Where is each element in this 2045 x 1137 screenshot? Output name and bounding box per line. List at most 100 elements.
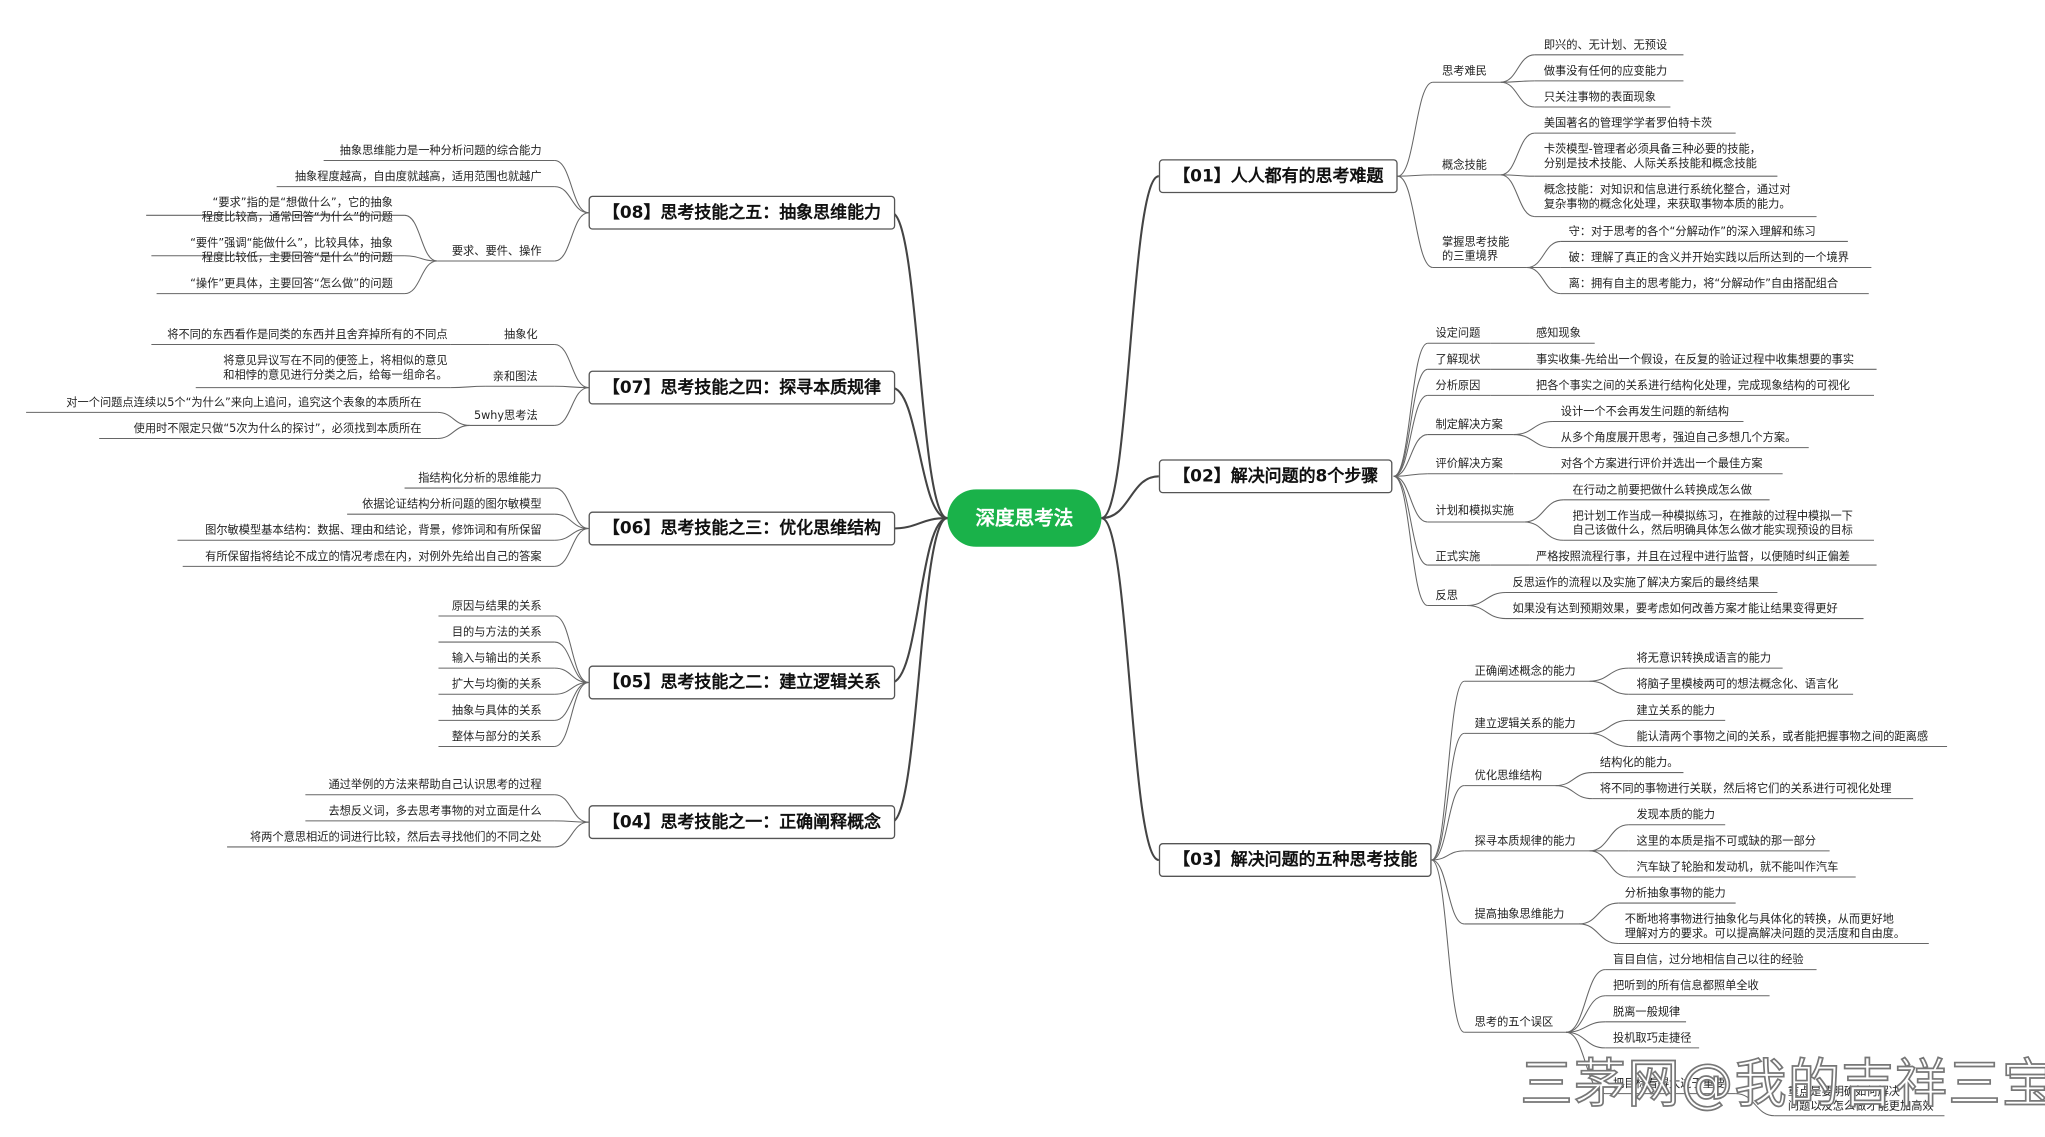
node-01-2-item-3[interactable]: 概念技能：对知识和信息进行系统化整合，通过对 复杂事物的概念化处理，来获取事物本… — [1543, 184, 1791, 212]
node-03-1-item-2[interactable]: 将脑子里模棱两可的想法概念化、语言化 — [1636, 678, 1839, 692]
node-08-sub-1[interactable]: 要求、要件、操作 — [451, 245, 542, 259]
node-01-1-item-3[interactable]: 只关注事物的表面现象 — [1543, 91, 1656, 105]
branch-underline — [1393, 475, 1428, 566]
node-03-sub-1[interactable]: 正确阐述概念的能力 — [1474, 665, 1576, 679]
node-04-item-1[interactable]: 通过举例的方法来帮助自己认识思考的过程 — [328, 779, 542, 793]
node-08-item-2[interactable]: 抽象程度越高，自由度就越高，适用范围也就越广 — [294, 170, 542, 185]
node-08-1-item-3[interactable]: “操作”更具体，主要回答“怎么做”的问题 — [190, 277, 393, 292]
node-05-item-2[interactable]: 目的与方法的关系 — [451, 626, 542, 640]
node-03-6-item-5[interactable]: 把目标看得太过于重要 — [1612, 1077, 1726, 1091]
branch-underline — [1500, 174, 1535, 218]
node-02-3-item-1[interactable]: 把各个事实之间的关系进行结构化处理，完成现象结构的可视化 — [1535, 379, 1851, 393]
node-03-6-item-4[interactable]: 投机取巧走捷径 — [1612, 1032, 1692, 1046]
node-03-5-item-1[interactable]: 分析抽象事物的能力 — [1624, 887, 1726, 901]
branch-underline — [1431, 859, 1465, 1033]
node-03-sub-3[interactable]: 优化思维结构 — [1474, 769, 1542, 783]
node-05-item-3[interactable]: 输入与输出的关系 — [451, 652, 542, 666]
node-03-3-item-1[interactable]: 结构化的能力。 — [1599, 756, 1679, 770]
center-node[interactable]: 深度思考法 — [947, 489, 1102, 547]
node-05-item-6[interactable]: 整体与部分的关系 — [451, 730, 542, 744]
node-01-1-item-2[interactable]: 做事没有任何的应变能力 — [1543, 65, 1668, 79]
node-01-sub-3[interactable]: 掌握思考技能 的三重境界 — [1442, 236, 1510, 264]
node-01-2-item-2[interactable]: 卡茨模型-管理者必须具备三种必要的技能， 分别是技术技能、人际关系技能和概念技能 — [1543, 143, 1761, 171]
node-01-3-item-2[interactable]: 破：理解了真正的含义并开始实践以后所达到的一个境界 — [1568, 251, 1850, 265]
node-06-item-4[interactable]: 有所保留指将结论不成立的情况考虑在内，对例外先给出自己的答案 — [205, 550, 542, 564]
node-05-item-1[interactable]: 原因与结果的关系 — [451, 600, 542, 614]
node-03-6-item-5-note[interactable]: 重点是要明确如何解决 问题以及怎么做才能更加高效 — [1787, 1085, 1934, 1114]
node-02-sub-8[interactable]: 反思 — [1435, 589, 1458, 603]
branch-underline — [1500, 54, 1535, 83]
node-03-4-item-2[interactable]: 这里的本质是指不可或缺的那一部分 — [1636, 835, 1816, 849]
node-04-item-2[interactable]: 去想反义词，多去思考事物的对立面是什么 — [328, 805, 542, 819]
node-03-1-item-1[interactable]: 将无意识转换成语言的能力 — [1636, 652, 1772, 666]
node-06-item-3[interactable]: 图尔敏模型基本结构：数据、理由和结论，背景，修饰词和有所保留 — [205, 524, 542, 538]
node-02-8-item-1[interactable]: 反思运作的流程以及实施了解决方案后的最终结果 — [1512, 576, 1760, 590]
branch-underline — [437, 411, 470, 426]
branch-underline — [1393, 473, 1428, 477]
node-02-7-item-1[interactable]: 严格按照流程行事，并且在过程中进行监督，以便随时纠正偏差 — [1535, 550, 1851, 564]
node-02-8-item-2[interactable]: 如果没有达到预期效果，要考虑如何改善方案才能让结果变得更好 — [1512, 602, 1838, 616]
node-03-2-item-1[interactable]: 建立关系的能力 — [1636, 704, 1715, 718]
node-02-4-item-2[interactable]: 从多个角度展开思考，强迫自己多想几个方案。 — [1560, 431, 1797, 446]
node-03-3-item-2[interactable]: 将不同的事物进行关联，然后将它们的关系进行可视化处理 — [1599, 782, 1892, 797]
node-02-sub-3[interactable]: 分析原因 — [1435, 379, 1481, 393]
node-03-4-item-3[interactable]: 汽车缺了轮胎和发动机，就不能叫作汽车 — [1636, 861, 1839, 875]
node-05-item-4[interactable]: 扩大与均衡的关系 — [451, 678, 542, 692]
node-02-sub-1[interactable]: 设定问题 — [1435, 327, 1481, 341]
node-02-5-item-1[interactable]: 对各个方案进行评价并选出一个最佳方案 — [1560, 458, 1763, 472]
branch-underline — [1397, 175, 1434, 269]
node-01-1-item-1[interactable]: 即兴的、无计划、无预设 — [1543, 39, 1668, 53]
branch-01[interactable]: 【01】人人都有的思考难题 — [1158, 159, 1398, 194]
node-03-6-item-1[interactable]: 盲目自信，过分地相信自己以往的经验 — [1612, 953, 1804, 968]
branch-05[interactable]: 【05】思考技能之二：建立逻辑关系 — [588, 665, 896, 700]
branch-02[interactable]: 【02】解决问题的8个步骤 — [1158, 459, 1393, 494]
node-07-3-item-2[interactable]: 使用时不限定只做“5次为什么的探讨”，必须找到本质所在 — [133, 422, 422, 436]
node-03-sub-5[interactable]: 提高抽象思维能力 — [1474, 908, 1565, 922]
branch-07[interactable]: 【07】思考技能之四：探寻本质规律 — [588, 370, 896, 405]
node-02-sub-7[interactable]: 正式实施 — [1435, 550, 1481, 564]
branch-06[interactable]: 【06】思考技能之三：优化思维结构 — [588, 511, 896, 546]
branch-04[interactable]: 【04】思考技能之一：正确阐释概念 — [588, 805, 896, 840]
node-06-item-2[interactable]: 依据论证结构分析问题的图尔敏模型 — [362, 498, 542, 512]
node-08-item-1[interactable]: 抽象思维能力是一种分析问题的综合能力 — [339, 144, 542, 158]
branch-08[interactable]: 【08】思考技能之五：抽象思维能力 — [588, 195, 896, 230]
branch-underline — [554, 821, 589, 848]
node-02-sub-2[interactable]: 了解现状 — [1435, 353, 1481, 367]
node-07-sub-2[interactable]: 亲和图法 — [492, 370, 538, 384]
node-08-1-item-2[interactable]: “要件”强调“能做什么”，比较具体，抽象 程度比较低，主要回答“是什么”的问题 — [190, 237, 393, 265]
node-02-sub-6[interactable]: 计划和模拟实施 — [1435, 505, 1515, 519]
node-03-6-item-2[interactable]: 把听到的所有信息都照单全收 — [1612, 980, 1759, 994]
node-08-1-item-1[interactable]: “要求”指的是“想做什么”，它的抽象 程度比较高，通常回答“为什么”的问题 — [201, 197, 393, 225]
node-01-3-item-3[interactable]: 离：拥有自主的思考能力，将“分解动作”自由搭配组合 — [1568, 277, 1839, 292]
node-02-6-item-2[interactable]: 把计划工作当成一种模拟练习，在推敲的过程中模拟一下 自己该做什么，然后明确具体怎… — [1572, 510, 1853, 538]
node-02-sub-4[interactable]: 制定解决方案 — [1435, 418, 1503, 432]
node-02-sub-5[interactable]: 评价解决方案 — [1435, 458, 1503, 472]
branch-underline — [1524, 499, 1564, 523]
node-02-4-item-1[interactable]: 设计一个不会再发生问题的新结构 — [1560, 405, 1730, 419]
node-03-2-item-2[interactable]: 能认清两个事物之间的关系，或者能把握事物之间的距离感 — [1636, 730, 1929, 744]
node-03-sub-2[interactable]: 建立逻辑关系的能力 — [1474, 717, 1576, 731]
node-05-item-5[interactable]: 抽象与具体的关系 — [451, 704, 542, 718]
node-02-6-item-1[interactable]: 在行动之前要把做什么转换成怎么做 — [1572, 484, 1752, 498]
node-01-2-item-1[interactable]: 美国著名的管理学学者罗伯特卡茨 — [1543, 117, 1713, 131]
node-07-3-item-1[interactable]: 对一个问题点连续以5个“为什么”来向上追问，追究这个表象的本质所在 — [66, 396, 422, 410]
branch-underline — [450, 385, 486, 389]
node-07-sub-3[interactable]: 5why思考法 — [473, 409, 538, 423]
branch-03[interactable]: 【03】解决问题的五种思考技能 — [1158, 843, 1432, 877]
node-03-sub-6[interactable]: 思考的五个误区 — [1474, 1016, 1554, 1030]
node-01-sub-2[interactable]: 概念技能 — [1442, 159, 1487, 173]
node-07-sub-1[interactable]: 抽象化 — [503, 328, 538, 342]
node-03-4-item-1[interactable]: 发现本质的能力 — [1636, 809, 1715, 823]
node-01-3-item-1[interactable]: 守：对于思考的各个“分解动作”的深入理解和练习 — [1568, 225, 1816, 239]
node-02-2-item-1[interactable]: 事实收集-先给出一个假设，在反复的验证过程中收集想要的事实 — [1535, 353, 1855, 367]
node-03-5-item-2[interactable]: 不断地将事物进行抽象化与具体化的转换，从而更好地 理解对方的要求。可以提高解决问… — [1624, 913, 1906, 941]
branch-underline — [1393, 434, 1428, 477]
node-06-item-1[interactable]: 指结构化分析的思维能力 — [418, 472, 542, 486]
node-02-1-item-1[interactable]: 感知现象 — [1535, 327, 1581, 341]
node-07-2-item-1[interactable]: 将意见异议写在不同的便签上，将相似的意见 和相悖的意见进行分类之后，给每一组命名… — [223, 354, 448, 383]
node-07-1-item-1[interactable]: 将不同的东西看作是同类的东西并且舍弃掉所有的不同点 — [167, 328, 448, 342]
node-04-item-3[interactable]: 将两个意思相近的词进行比较，然后去寻找他们的不同之处 — [249, 831, 542, 845]
node-03-sub-4[interactable]: 探寻本质规律的能力 — [1474, 835, 1576, 849]
node-01-sub-1[interactable]: 思考难民 — [1442, 65, 1487, 79]
node-03-6-item-3[interactable]: 脱离一般规律 — [1612, 1006, 1681, 1020]
